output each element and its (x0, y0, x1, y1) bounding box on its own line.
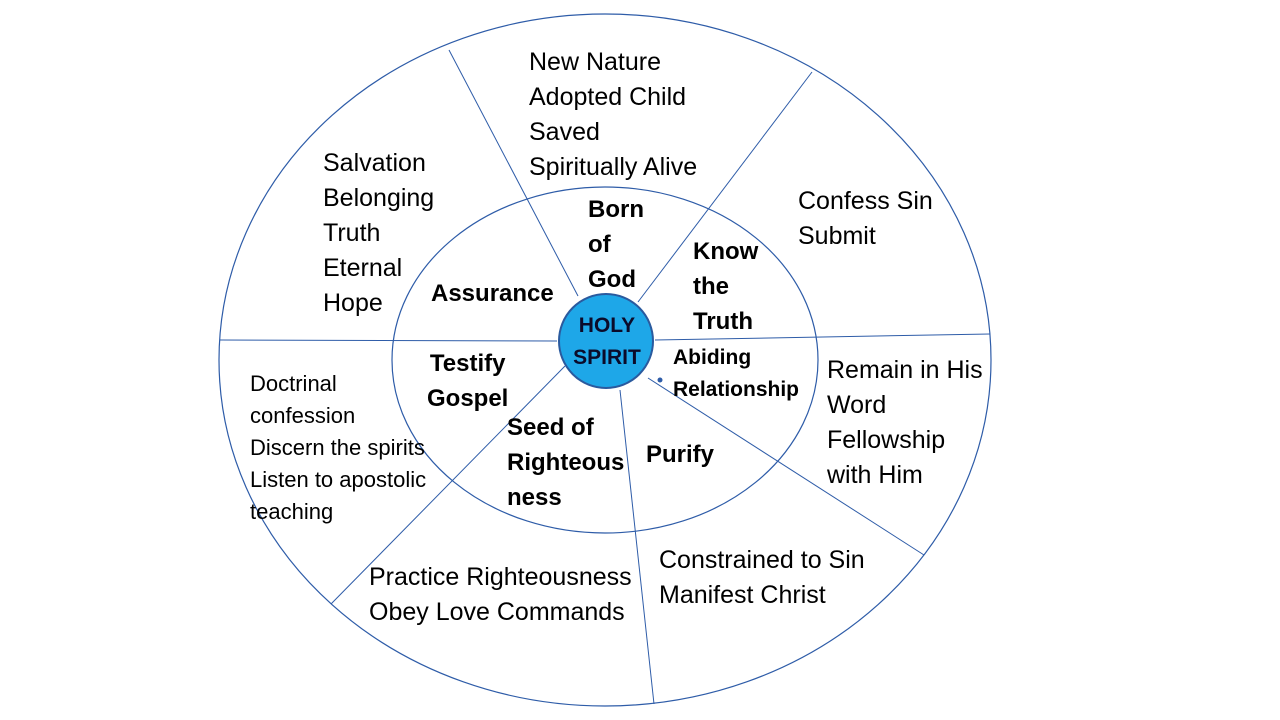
inner-label-assurance: Assurance (431, 280, 554, 307)
spoke-line (619, 389, 655, 705)
outer-text-constrained-to-sin: Constrained to Sin Manifest Christ (659, 546, 865, 609)
inner-label-testify-gospel: Testify Gospel (427, 350, 509, 412)
spoke-line (647, 377, 925, 556)
outer-text-practice-righteousness: Practice Righteousness Obey Love Command… (369, 563, 632, 626)
spoke-line (330, 365, 566, 605)
spoke-line (219, 339, 558, 342)
outer-text-doctrinal-confession: Doctrinal confession Discern the spirits… (250, 371, 427, 524)
center-label: HOLY SPIRIT (573, 314, 641, 369)
inner-label-know-the-truth: Know the Truth (693, 238, 759, 335)
outer-text-confess-sin: Confess Sin Submit (798, 187, 933, 250)
inner-label-abiding-relationship: Abiding Relationship (673, 346, 800, 401)
inner-ring (391, 186, 819, 534)
inner-label-born-of-god: Born of God (588, 196, 644, 293)
dot-marker (657, 377, 663, 383)
spoke-line (637, 71, 813, 303)
spoke-line (448, 49, 579, 297)
inner-label-purify: Purify (646, 441, 715, 468)
outer-text-new-nature: New Nature Adopted Child Saved Spiritual… (529, 48, 698, 181)
center-circle (558, 293, 654, 389)
spoke-line (654, 333, 991, 341)
outer-text-salvation: Salvation Belonging Truth Eternal Hope (323, 149, 435, 317)
outer-text-remain-in-his-word: Remain in His Word Fellowship with Him (827, 356, 983, 489)
outer-ring (218, 13, 992, 707)
inner-label-seed-of-righteousness: Seed of Righteous ness (507, 414, 625, 511)
